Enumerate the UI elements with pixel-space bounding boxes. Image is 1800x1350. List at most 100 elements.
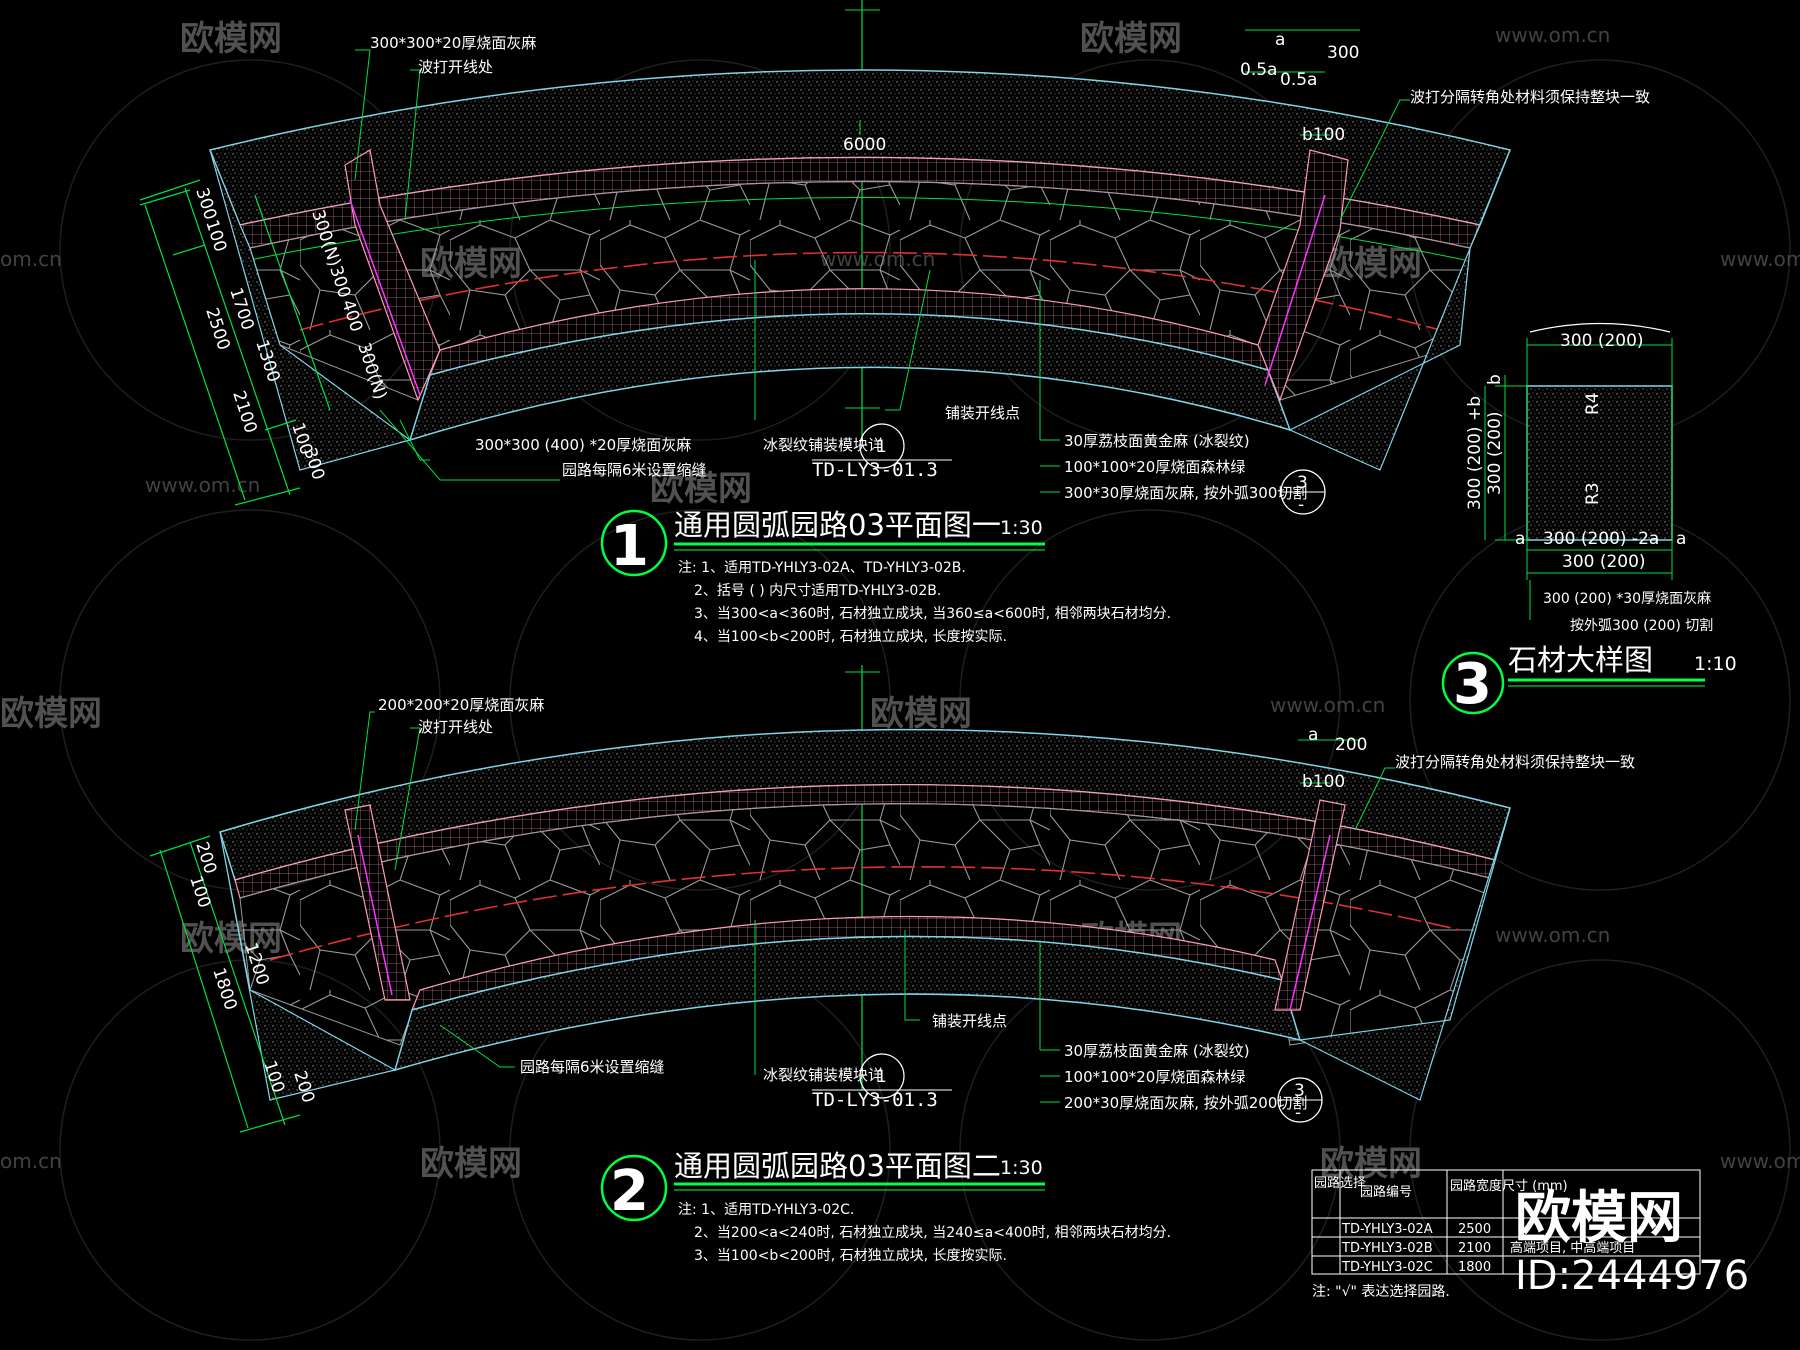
table-cell: 1800 bbox=[1458, 1260, 1491, 1275]
material-1: 30厚荔枝面黄金麻 (冰裂纹) bbox=[1064, 432, 1250, 450]
table-header: 园路编号 bbox=[1360, 1184, 1412, 1200]
dim-text: R4 bbox=[1583, 392, 1603, 415]
title-bubble bbox=[1441, 651, 1505, 715]
label-open-line: 波打开线处 bbox=[418, 718, 493, 736]
material-3: 300*30厚烧面灰麻, 按外弧300切割 bbox=[1064, 484, 1307, 502]
watermark-url: www.om.cn bbox=[1720, 247, 1800, 271]
note-line: 3、当100<b<200时, 石材独立成块, 长度按实际. bbox=[694, 1248, 1007, 1264]
watermark-brand: 欧模网 bbox=[0, 694, 102, 734]
plan-2: 200 100 1200 1800 100 200 200*200*20厚烧面灰… bbox=[149, 665, 1635, 1264]
dim-b100: b100 bbox=[1302, 125, 1345, 145]
plan-scale: 1:30 bbox=[1000, 1157, 1043, 1179]
dim-05a: 0.5a bbox=[1240, 60, 1277, 80]
watermark-brand: 欧模网 bbox=[870, 694, 972, 734]
plan-title: 通用圆弧园路03平面图一 bbox=[674, 508, 1001, 542]
ref-number: 1 bbox=[876, 1067, 887, 1087]
watermark-url: www.om.cn bbox=[1720, 1149, 1800, 1173]
note-line: 注: 1、适用TD-YHLY3-02A、TD-YHLY3-02B. bbox=[678, 560, 966, 576]
table-cell: 2100 bbox=[1458, 1241, 1491, 1256]
label-corner: 波打分隔转角处材料须保持整块一致 bbox=[1410, 88, 1650, 106]
dim-text: 200 bbox=[191, 839, 220, 876]
ref-code: TD-LY3-01.3 bbox=[812, 1089, 938, 1111]
ref-number: 1 bbox=[876, 437, 887, 457]
expansion-joint bbox=[1264, 194, 1326, 386]
centerline-arc bbox=[299, 251, 1441, 331]
label-top-paver: 300*300*20厚烧面灰麻 bbox=[370, 34, 536, 52]
dim-6000: 6000 bbox=[843, 135, 886, 155]
label-ice: 冰裂纹铺装模块详 bbox=[763, 436, 883, 454]
material-2: 100*100*20厚烧面森林绿 bbox=[1064, 458, 1245, 476]
title-number: 3 bbox=[1453, 652, 1492, 717]
dim-a: a bbox=[1275, 30, 1285, 50]
dim-text: R3 bbox=[1583, 482, 1603, 505]
table-footnote: 注: "√" 表达选择园路. bbox=[1312, 1284, 1450, 1300]
dim-text: a bbox=[1676, 529, 1686, 549]
dim-text: 300 (200) bbox=[1485, 411, 1505, 495]
material-3: 200*30厚烧面灰麻, 按外弧200切割 bbox=[1064, 1094, 1307, 1112]
dim-a: a bbox=[1308, 725, 1318, 745]
stamp-id: ID:2444976 bbox=[1515, 1253, 1749, 1299]
note-line: 3、当300<a<360时, 石材独立成块, 当360≤a<600时, 相邻两块… bbox=[694, 606, 1171, 622]
title-bubble bbox=[600, 1154, 668, 1222]
expansion-joint bbox=[349, 199, 421, 396]
watermark-url: om.cn bbox=[0, 247, 62, 271]
right-joint-strip bbox=[1274, 799, 1346, 1011]
dim-text: 300 (200) -2a bbox=[1543, 529, 1659, 549]
title-number: 2 bbox=[610, 1159, 649, 1224]
label-ice: 冰裂纹铺装模块详 bbox=[763, 1066, 883, 1084]
material-2: 100*100*20厚烧面森林绿 bbox=[1064, 1068, 1245, 1086]
title-bubble bbox=[600, 509, 668, 577]
table-header: 园路宽度尺寸 (mm) bbox=[1450, 1178, 1568, 1194]
dim-text: 300 bbox=[191, 185, 220, 222]
material-1: 30厚荔枝面黄金麻 (冰裂纹) bbox=[1064, 1042, 1250, 1060]
label-top-paver: 200*200*20厚烧面灰麻 bbox=[378, 696, 544, 714]
watermark-brand: 欧模网 bbox=[1080, 19, 1182, 59]
detail-sub: - bbox=[1298, 495, 1304, 515]
detail-sub: - bbox=[1295, 1103, 1301, 1123]
plan-scale: 1:30 bbox=[1000, 517, 1043, 539]
dim-text: 300 (200) bbox=[1560, 331, 1644, 351]
label-bottom-paver: 300*300 (400) *20厚烧面灰麻 bbox=[475, 436, 691, 454]
dim-05a: 0.5a bbox=[1280, 70, 1317, 90]
detail-title: 石材大样图 bbox=[1508, 643, 1653, 677]
table-cell: 2500 bbox=[1458, 1222, 1491, 1237]
watermark-url: www.om.cn bbox=[1270, 693, 1385, 717]
watermark-url: www.om.cn bbox=[145, 473, 260, 497]
dim-text: 1800 bbox=[208, 965, 240, 1012]
ref-code: TD-LY3-01.3 bbox=[812, 459, 938, 481]
dim-text: 300 (200) +b bbox=[1465, 396, 1485, 510]
dim-text: 100 bbox=[185, 873, 214, 910]
table-cell: TD-YHLY3-02A bbox=[1341, 1222, 1433, 1237]
watermark-url: www.om.cn bbox=[1495, 923, 1610, 947]
watermark-url: www.om.cn bbox=[1495, 23, 1610, 47]
dim-text: a bbox=[1515, 529, 1525, 549]
selection-table: 园路选择 园路编号 园路宽度尺寸 (mm) TD-YHLY3-02A 2500 … bbox=[1311, 1169, 1701, 1300]
table-header: 园路选择 bbox=[1314, 1175, 1366, 1191]
note-line: 注: 1、适用TD-YHLY3-02C. bbox=[678, 1202, 854, 1218]
left-end-band bbox=[219, 831, 397, 1101]
note-line: 2、括号 ( ) 内尺寸适用TD-YHLY3-02B. bbox=[694, 583, 941, 599]
detail-number: 3 bbox=[1297, 473, 1308, 493]
ref-bubble bbox=[859, 1053, 905, 1099]
stamp-brand: 欧模网 bbox=[1515, 1186, 1683, 1251]
watermark-brand: 欧模网 bbox=[420, 1144, 522, 1184]
table-cell: 高端项目, 中高端项目 bbox=[1510, 1240, 1635, 1256]
watermark-url: om.cn bbox=[0, 1149, 62, 1173]
detail-label: 300 (200) *30厚烧面灰麻 bbox=[1543, 591, 1711, 607]
dim-text: b bbox=[1485, 374, 1505, 385]
label-joint: 园路每隔6米设置缩缝 bbox=[562, 461, 707, 479]
left-joint-strip bbox=[344, 149, 441, 402]
detail-scale: 1:10 bbox=[1694, 653, 1737, 675]
dim-text: 2500 bbox=[201, 305, 233, 352]
detail-number: 3 bbox=[1294, 1081, 1305, 1101]
watermark-brand: 欧模网 bbox=[650, 469, 752, 509]
watermark-brand: 欧模网 bbox=[180, 19, 282, 59]
expansion-joint bbox=[357, 834, 393, 996]
ref-bubble bbox=[859, 423, 905, 469]
dim-b100: b100 bbox=[1302, 772, 1345, 792]
note-line: 4、当100<b<200时, 石材独立成块, 长度按实际. bbox=[694, 629, 1007, 645]
label-paving-open: 铺装开线点 bbox=[945, 404, 1020, 422]
dim-text: 300 (200) bbox=[1562, 552, 1646, 572]
label-corner: 波打分隔转角处材料须保持整块一致 bbox=[1395, 753, 1635, 771]
